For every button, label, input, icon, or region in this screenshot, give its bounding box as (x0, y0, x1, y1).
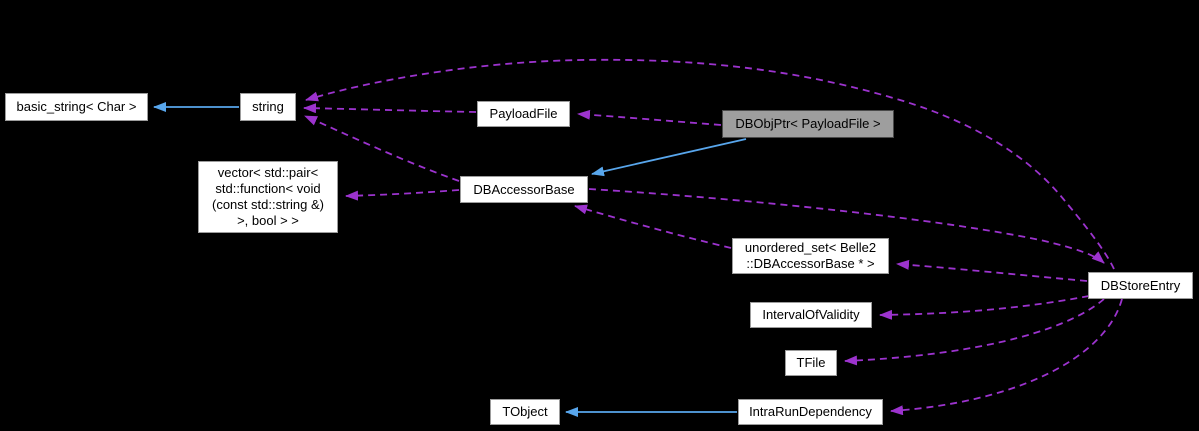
edge-dbstoreentry-to-unordered-set (896, 259, 1088, 282)
node-tfile[interactable]: TFile (785, 350, 837, 376)
node-vector-line-4: >, bool > > (237, 213, 299, 228)
node-unordered-set-line-2: ::DBAccessorBase * > (746, 256, 875, 271)
node-tfile-label: TFile (796, 355, 826, 370)
edge-unordered-set-to-dbaccessorbase (574, 204, 732, 249)
node-string[interactable]: string (240, 93, 296, 121)
node-dbobjptr-payloadfile-label: DBObjPtr< PayloadFile > (735, 116, 881, 131)
node-vector-line-2: std::function< void (215, 181, 321, 196)
node-intrarundependency[interactable]: IntraRunDependency (738, 399, 883, 425)
node-intrarundependency-label: IntraRunDependency (749, 404, 872, 419)
edge-dbstoreentry-to-intervalofvalidity (879, 295, 1090, 320)
edge-dbstoreentry-to-tfile (844, 298, 1105, 366)
node-intervalofvalidity-label: IntervalOfValidity (762, 307, 860, 322)
node-dbstoreentry-label: DBStoreEntry (1100, 277, 1181, 293)
node-payloadfile-label: PayloadFile (489, 106, 558, 121)
edge-dbaccessorbase-to-vector (345, 189, 460, 201)
node-dbstoreentry[interactable]: DBStoreEntry (1088, 272, 1193, 299)
edge-dbstoreentry-to-string (305, 58, 1115, 270)
edge-dbobjptr-to-payloadfile (577, 109, 722, 126)
node-basic-string[interactable]: basic_string< Char > (5, 93, 148, 121)
edge-payloadfile-to-string (303, 103, 477, 114)
node-unordered-set[interactable]: unordered_set< Belle2 ::DBAccessorBase *… (732, 238, 889, 274)
node-dbaccessorbase-label: DBAccessorBase (473, 181, 575, 197)
node-payloadfile[interactable]: PayloadFile (477, 101, 570, 127)
edge-dbstoreentry-to-intrarundependency (890, 298, 1123, 416)
edge-dbaccessorbase-to-string (304, 115, 460, 182)
node-tobject[interactable]: TObject (490, 399, 560, 425)
node-string-label: string (252, 99, 284, 114)
node-vector-line-3: (const std::string &) (212, 197, 324, 212)
node-vector-line-1: vector< std::pair< (217, 165, 319, 180)
node-vector-pair-function[interactable]: vector< std::pair< std::function< void (… (198, 161, 338, 233)
node-dbaccessorbase[interactable]: DBAccessorBase (460, 176, 588, 203)
node-tobject-label: TObject (502, 404, 548, 419)
node-intervalofvalidity[interactable]: IntervalOfValidity (750, 302, 872, 328)
edge-dbobjptr-to-dbaccessorbase (591, 138, 747, 177)
node-unordered-set-line-1: unordered_set< Belle2 (744, 240, 877, 255)
node-basic-string-label: basic_string< Char > (16, 99, 137, 114)
node-dbobjptr-payloadfile[interactable]: DBObjPtr< PayloadFile > (722, 110, 894, 138)
edge-dbaccessorbase-to-dbstoreentry (588, 188, 1105, 264)
